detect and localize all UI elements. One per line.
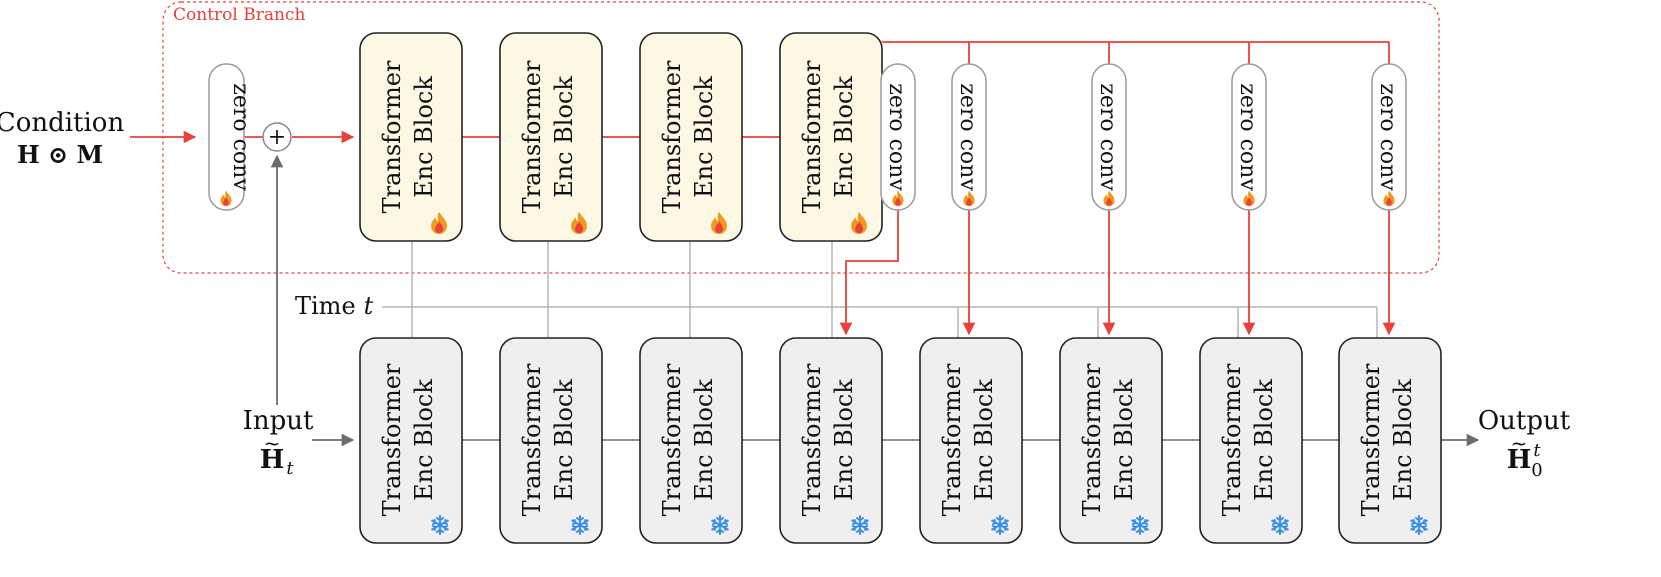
input-zero-conv: zero conv (208, 63, 253, 211)
input-tilde: ~ (264, 431, 281, 455)
input-symbol: H ~ t (260, 431, 295, 479)
control-block: Transformer Enc Block (779, 32, 883, 242)
block-title-line1: Transformer (518, 363, 546, 516)
block-title-line2: Enc Block (410, 379, 438, 501)
zero-conv-label: zero conv (1095, 83, 1120, 191)
main-block: Transformer Enc Block (1338, 337, 1442, 544)
main-block: Transformer Enc Block (919, 337, 1023, 544)
main-block: Transformer Enc Block (1199, 337, 1303, 544)
output-tilde: ~ (1511, 431, 1528, 455)
block-title-line1: Transformer (798, 363, 826, 516)
block-title-line2: Enc Block (550, 379, 578, 501)
output-zero-conv: zero conv (1091, 63, 1127, 211)
block-title-line2: Enc Block (1250, 379, 1278, 501)
block-title-line2: Enc Block (410, 76, 438, 198)
control-red-lines (130, 41, 1396, 336)
output-symbol-sup: t (1533, 440, 1541, 461)
block-title-line2: Enc Block (550, 76, 578, 198)
add-node: + (262, 122, 292, 152)
condition-label: Condition (0, 108, 124, 138)
time-variable: t (364, 292, 374, 320)
time-lines (382, 241, 1378, 338)
block-title-line2: Enc Block (1389, 379, 1417, 501)
block-title-line2: Enc Block (690, 379, 718, 501)
output-symbol-sub: 0 (1531, 460, 1542, 481)
block-title-line2: Enc Block (970, 379, 998, 501)
block-title-line1: Transformer (1078, 363, 1106, 516)
time-word: Time (295, 292, 356, 320)
main-block: Transformer Enc Block (779, 337, 883, 544)
block-title-line2: Enc Block (830, 76, 858, 198)
control-branch-title: Control Branch (173, 5, 305, 25)
output-label: Output (1478, 406, 1571, 436)
block-title-line1: Transformer (518, 60, 546, 213)
output-zero-conv: zero conv (1371, 63, 1407, 211)
output-zero-conv: zero conv (951, 63, 987, 211)
control-block: Transformer Enc Block (639, 32, 743, 242)
zero-conv-label: zero conv (1235, 83, 1260, 191)
zero-conv-label: zero conv (884, 83, 909, 191)
main-block: Transformer Enc Block (499, 337, 603, 544)
control-block: Transformer Enc Block (359, 32, 463, 242)
output-zero-conv: zero conv (1231, 63, 1267, 211)
block-title-line2: Enc Block (690, 76, 718, 198)
main-block: Transformer Enc Block (1059, 337, 1163, 544)
zero-conv-label: zero conv (1375, 83, 1400, 191)
main-block: Transformer Enc Block (639, 337, 743, 544)
output-symbol: H ~ 0 t (1507, 431, 1543, 481)
condition-formula: H ⊙ M (17, 140, 103, 169)
output-symbol-main: H (1507, 445, 1532, 475)
input-symbol-main: H (260, 445, 285, 475)
block-title-line1: Transformer (658, 60, 686, 213)
block-title-line2: Enc Block (1110, 379, 1138, 501)
block-title-line1: Transformer (1218, 363, 1246, 516)
block-title-line2: Enc Block (830, 379, 858, 501)
output-zero-convs: zero conv zero conv zero conv zero conv … (880, 63, 1407, 211)
block-title-line1: Transformer (938, 363, 966, 516)
zero-conv-label: zero conv (955, 83, 980, 191)
block-title-line1: Transformer (658, 363, 686, 516)
main-blocks: Transformer Enc Block Transformer Enc Bl… (359, 337, 1442, 544)
input-label: Input (243, 406, 314, 436)
control-block: Transformer Enc Block (499, 32, 603, 242)
block-title-line1: Transformer (798, 60, 826, 213)
input-symbol-sub: t (286, 458, 294, 479)
plus-symbol: + (268, 125, 286, 150)
output-zero-conv: zero conv (880, 63, 916, 211)
zeroconv-output-arrow (839, 210, 899, 336)
control-blocks: Transformer Enc Block Transformer Enc Bl… (359, 32, 883, 242)
main-block: Transformer Enc Block (359, 337, 463, 544)
zero-conv-label: zero conv (228, 83, 253, 191)
block-title-line1: Transformer (1357, 363, 1385, 516)
block-title-line1: Transformer (378, 60, 406, 213)
block-title-line1: Transformer (378, 363, 406, 516)
